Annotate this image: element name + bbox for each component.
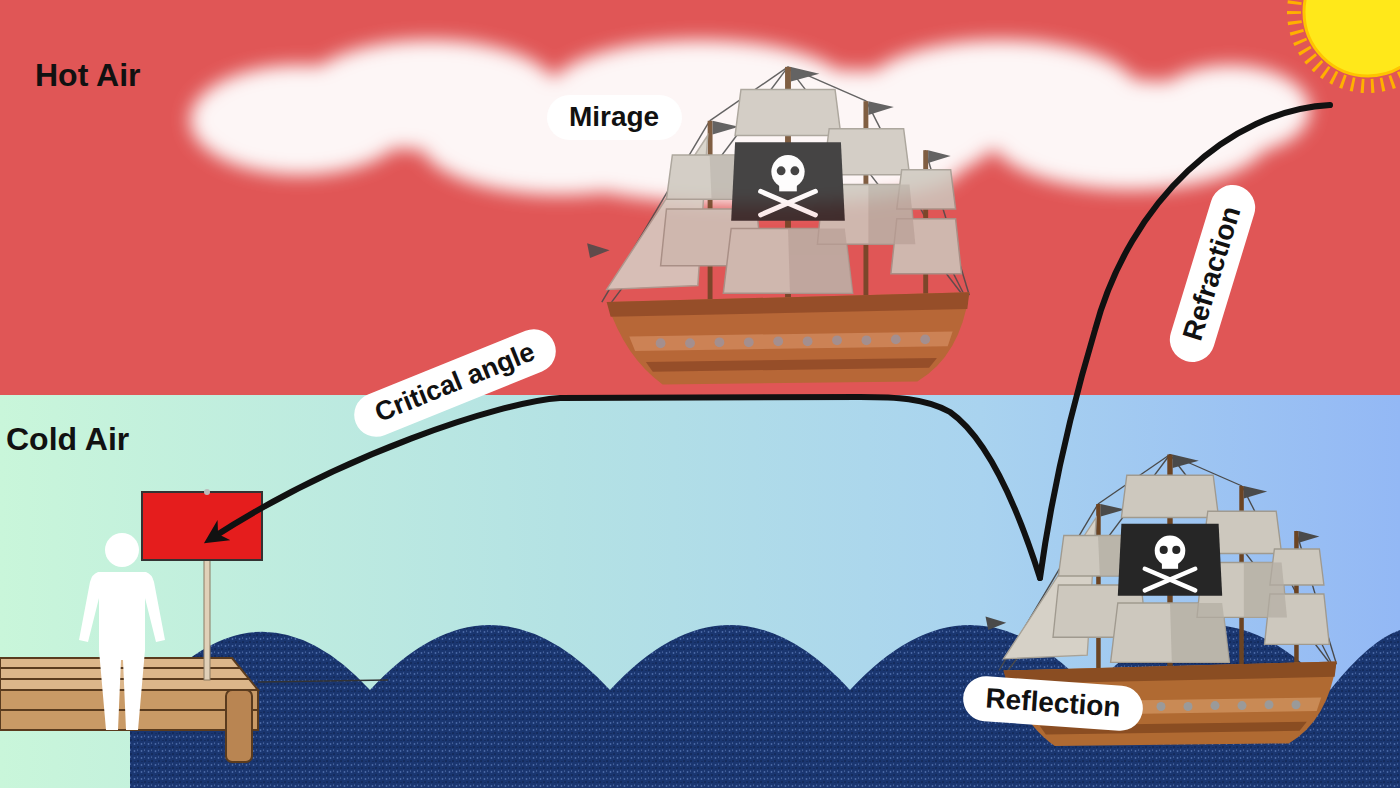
red-sign	[204, 489, 210, 495]
mirage-label: Mirage	[547, 95, 682, 140]
red-sign	[204, 555, 210, 680]
sun	[1304, 0, 1400, 76]
cold-air-ground	[0, 395, 1400, 788]
light-ray	[212, 397, 1040, 578]
person	[79, 533, 165, 730]
red-sign	[142, 492, 262, 560]
wooden-dock	[226, 690, 252, 762]
light-ray	[1040, 105, 1330, 578]
sun	[1294, 0, 1400, 86]
reflection-label: Reflection	[962, 674, 1145, 731]
band-name: Cold Air	[6, 421, 129, 458]
hot-air-ground	[0, 0, 1400, 395]
band-name: Hot Air	[35, 57, 140, 94]
wooden-dock	[258, 680, 388, 682]
refraction-label: Refraction	[1164, 179, 1261, 367]
callout-label: Refraction	[1176, 202, 1247, 344]
cold-air-band: Cold AirReflection	[0, 395, 1400, 788]
callout-label: Mirage	[569, 101, 659, 133]
hot-air-band: Hot AirMirageRefractionCritical angle	[0, 0, 1400, 395]
callout-label: Reflection	[984, 682, 1121, 724]
wooden-dock	[0, 658, 388, 762]
person	[79, 572, 165, 730]
person	[105, 533, 139, 567]
sun	[1294, 0, 1400, 86]
